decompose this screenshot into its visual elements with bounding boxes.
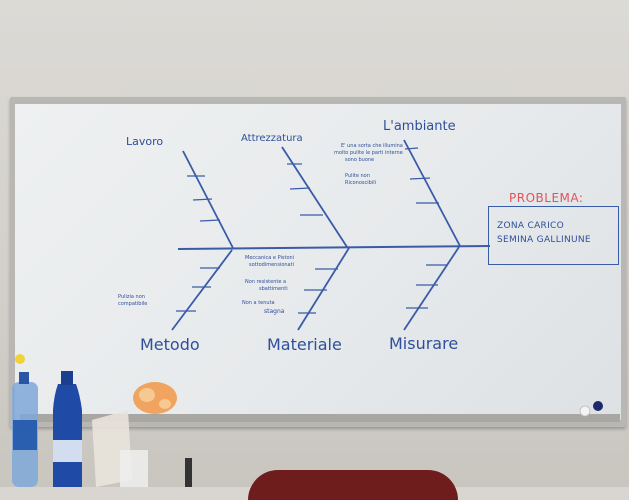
problem-box [488, 206, 619, 265]
problem-line-2: SEMINA GALLINUNE [497, 235, 591, 245]
category-materiale: Materiale [267, 335, 342, 354]
note-ambiente-3: sono buone [345, 157, 375, 163]
dark-object [185, 458, 192, 487]
magnet-yellow [15, 354, 25, 364]
bone-misurare [403, 246, 460, 331]
ticks-misurare [406, 264, 448, 309]
category-attrezzatura: Attrezzatura [241, 133, 303, 144]
note-materiale-4: sbattimenti [259, 286, 288, 292]
magnet-navy [593, 401, 603, 411]
bone-attrezzatura [281, 146, 348, 248]
category-metodo: Metodo [140, 335, 200, 354]
whiteboard-surface [15, 104, 621, 420]
category-lavoro: Lavoro [126, 135, 164, 148]
bone-ambiente [403, 139, 461, 247]
note-ambiente-4: Pulite non [345, 173, 370, 179]
orange-toy [133, 382, 177, 414]
note-ambiente-1: E' una sorta che illumina [341, 143, 403, 149]
chair-back [248, 470, 458, 500]
note-materiale-2: sottodimensionati [249, 262, 294, 268]
ticks-ambiente [404, 147, 439, 204]
magnet-white [579, 405, 591, 417]
plastic-items [92, 410, 148, 487]
water-bottle-blue [53, 371, 82, 487]
fishbone-diagram-lines [12, 139, 603, 487]
ticks-metodo [176, 267, 220, 312]
ticks-materiale [298, 268, 338, 314]
note-ambiente-2: molto pulite le parti interne [334, 150, 403, 156]
ticks-attrezzatura [287, 163, 323, 216]
category-misurare: Misurare [389, 334, 459, 353]
note-metodo-1: Pulizia non [118, 294, 145, 300]
fishbone-spine [177, 245, 491, 250]
ticks-lavoro [187, 175, 221, 222]
note-materiale-6: stagna [264, 308, 285, 315]
problem-line-1: ZONA CARICO [497, 221, 565, 231]
water-bottle-left [12, 372, 38, 487]
marker-tray [20, 414, 620, 422]
note-materiale-3: Non resistente a [245, 279, 287, 285]
note-materiale-1: Meccanica e Pistoni [245, 255, 295, 261]
bone-metodo [171, 249, 233, 331]
category-ambiente: L'ambiante [383, 119, 456, 134]
note-metodo-2: compatibile [118, 301, 148, 307]
problem-label: PROBLEMA: [509, 191, 584, 205]
note-ambiente-5: Riconoscibili [345, 180, 376, 186]
bone-materiale [297, 247, 350, 331]
note-materiale-5: Non a tenuta [242, 300, 275, 306]
